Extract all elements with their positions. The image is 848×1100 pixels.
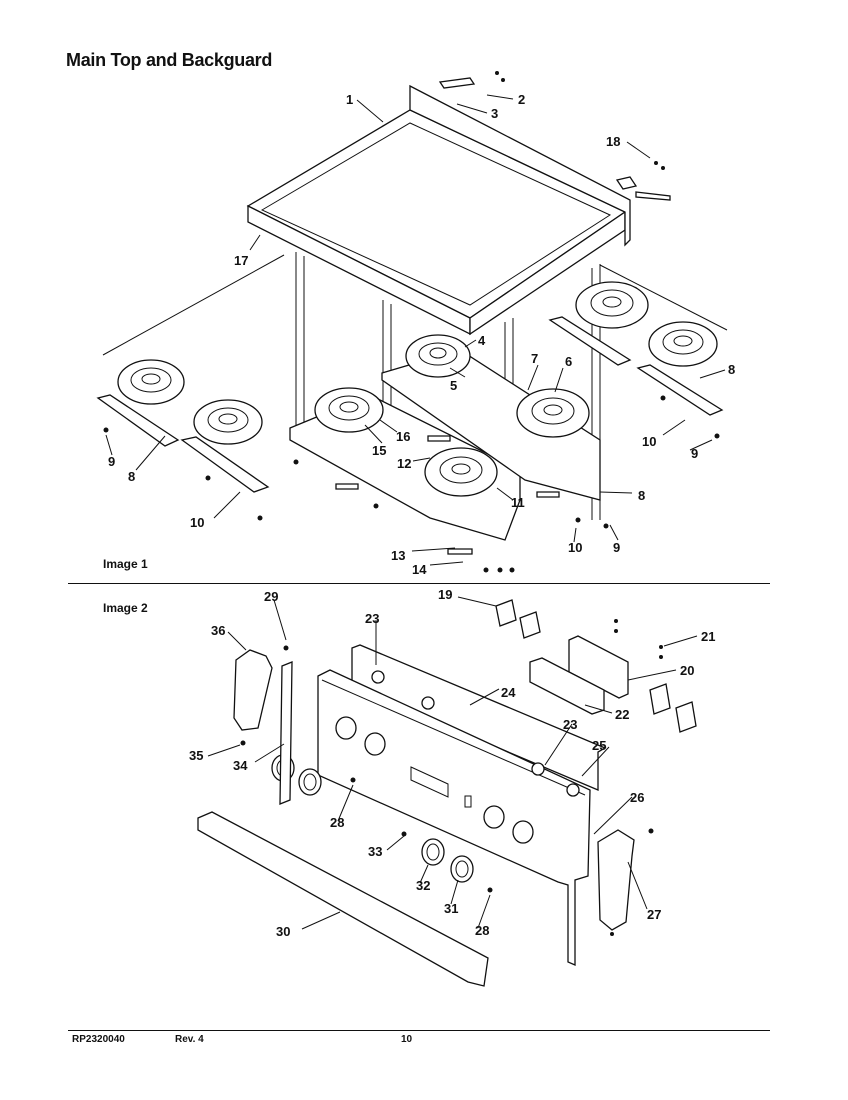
image-1-label: Image 1	[103, 557, 148, 571]
callout-24: 24	[501, 685, 516, 700]
callout-10a: 10	[190, 515, 204, 530]
callout-31: 31	[444, 901, 458, 916]
callout-19: 19	[438, 587, 452, 602]
page-title: Main Top and Backguard	[66, 50, 273, 70]
callout-28a: 28	[330, 815, 344, 830]
image-separator	[68, 583, 770, 584]
callout-1: 1	[346, 92, 353, 107]
callout-7: 7	[531, 351, 538, 366]
footer-revision: Rev. 4	[175, 1034, 204, 1045]
callout-26: 26	[630, 790, 644, 805]
callout-5: 5	[450, 378, 457, 393]
callout-12: 12	[397, 456, 411, 471]
callout-14: 14	[412, 562, 427, 577]
callout-8c: 8	[638, 488, 645, 503]
callout-18: 18	[606, 134, 620, 149]
callout-25: 25	[592, 738, 606, 753]
callout-17: 17	[234, 253, 248, 268]
cooktop-glass	[246, 109, 627, 319]
footer-page-number: 10	[401, 1034, 413, 1045]
callout-10b: 10	[642, 434, 656, 449]
callout-10c: 10	[568, 540, 582, 555]
callout-13: 13	[391, 548, 405, 563]
callout-2: 2	[518, 92, 525, 107]
callout-35: 35	[189, 748, 203, 763]
footer-rule	[68, 1030, 770, 1031]
footer-part-number: RP2320040	[72, 1034, 125, 1045]
callout-8a: 8	[728, 362, 735, 377]
callout-4: 4	[478, 333, 486, 348]
callouts-image-1: 1 2 3 18 17 4 5 6 7 8 9 9 8 10 10 8 11 1…	[108, 92, 735, 577]
callout-22: 22	[615, 707, 629, 722]
callout-29: 29	[264, 589, 278, 604]
callout-11: 11	[511, 495, 525, 510]
callout-27: 27	[647, 907, 661, 922]
callout-8b: 8	[128, 469, 135, 484]
callout-32: 32	[416, 878, 430, 893]
callout-21: 21	[701, 629, 715, 644]
callout-20: 20	[680, 663, 694, 678]
callout-23b: 23	[563, 717, 577, 732]
callout-6: 6	[565, 354, 572, 369]
callout-28b: 28	[475, 923, 489, 938]
callout-16: 16	[396, 429, 410, 444]
callout-9b: 9	[691, 446, 698, 461]
callout-34: 34	[233, 758, 248, 773]
callouts-image-2: 19 21 20 22 24 23 23 25 26 27 29 36 35 3…	[189, 587, 715, 939]
callout-30: 30	[276, 924, 290, 939]
callout-9a: 9	[108, 454, 115, 469]
callout-3: 3	[491, 106, 498, 121]
callout-33: 33	[368, 844, 382, 859]
callout-9c: 9	[613, 540, 620, 555]
main-top-assembly	[96, 71, 728, 573]
callout-15: 15	[372, 443, 386, 458]
image-2-label: Image 2	[103, 601, 148, 615]
callout-23a: 23	[365, 611, 379, 626]
callout-36: 36	[211, 623, 225, 638]
backguard-assembly	[197, 596, 698, 987]
